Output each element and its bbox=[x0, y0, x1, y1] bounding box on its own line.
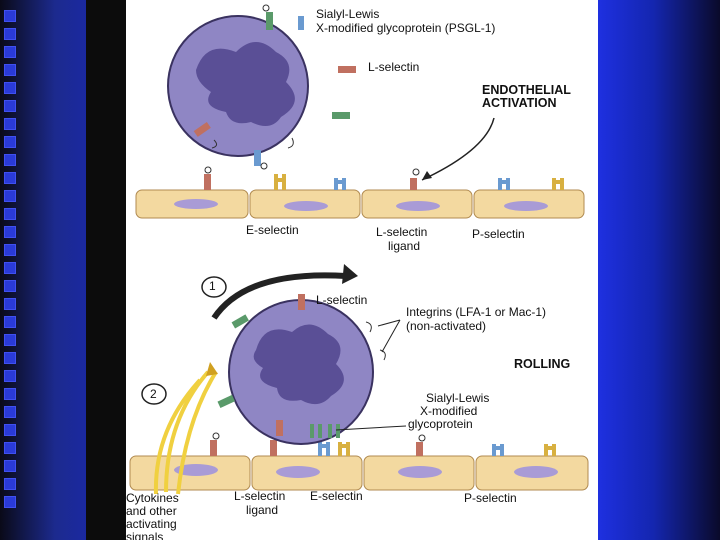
sialyl-label-line2: X-modified bbox=[420, 404, 478, 418]
activation-arrow bbox=[421, 117, 495, 181]
leukocyte-rolling-diagram bbox=[129, 4, 589, 495]
endothelium-top bbox=[135, 189, 585, 219]
endothelial-activation-line1: ENDOTHELIAL bbox=[482, 83, 571, 97]
ligand-label-bottom-line2: ligand bbox=[246, 503, 279, 517]
step-1-circle bbox=[201, 276, 227, 298]
endothelial-receptors-bottom bbox=[210, 432, 556, 456]
cytokines-label-line2: and other bbox=[126, 504, 177, 518]
integrins-label-line2: (non-activated) bbox=[406, 319, 487, 333]
p-selectin-label-top: P-selectin bbox=[472, 227, 525, 241]
p-selectin-label-bottom: P-selectin bbox=[464, 491, 517, 505]
endothelial-activation-line2: ACTIVATION bbox=[482, 96, 557, 110]
step-2-label: 2 bbox=[150, 387, 157, 401]
integrins-label-line1: Integrins (LFA-1 or Mac-1) bbox=[406, 305, 547, 319]
psgl-label-line2: X-modified glycoprotein (PSGL-1) bbox=[316, 21, 496, 35]
leukocyte-top bbox=[167, 4, 356, 170]
cytokines-label-line4: signals bbox=[126, 530, 164, 540]
step-1-label: 1 bbox=[209, 279, 216, 293]
sialyl-label-line1: Sialyl-Lewis bbox=[426, 391, 490, 405]
dark-stripe bbox=[86, 0, 126, 540]
decorative-squares bbox=[4, 10, 18, 514]
l-selectin-label-top: L-selectin bbox=[368, 60, 420, 74]
cytokines-label-line3: activating bbox=[126, 517, 177, 531]
slide-background-left bbox=[0, 0, 100, 540]
endothelium-bottom bbox=[129, 455, 589, 491]
leukocyte-bottom bbox=[217, 294, 386, 445]
ligand-label-bottom-line1: L-selectin bbox=[234, 489, 286, 503]
sialyl-label-line3: glycoprotein bbox=[408, 417, 473, 431]
e-selectin-label-bottom: E-selectin bbox=[310, 489, 363, 503]
l-selectin-label-bottom: L-selectin bbox=[316, 293, 368, 307]
cytokines-label-line1: Cytokines bbox=[126, 491, 179, 505]
ligand-label-top-line1: L-selectin bbox=[376, 225, 428, 239]
ligand-label-top-line2: ligand bbox=[388, 239, 421, 253]
psgl-label-line1: Sialyl-Lewis bbox=[316, 7, 380, 21]
cytokine-arrows bbox=[153, 362, 218, 495]
rolling-arrow bbox=[211, 272, 347, 320]
rolling-label: ROLLING bbox=[514, 357, 571, 371]
slide-background-right bbox=[598, 0, 720, 540]
diagram-panel: Sialyl-Lewis X-modified glycoprotein (PS… bbox=[126, 0, 598, 540]
step-2-circle bbox=[141, 383, 167, 405]
e-selectin-label-top: E-selectin bbox=[246, 223, 299, 237]
endothelial-receptors-top bbox=[204, 166, 564, 190]
